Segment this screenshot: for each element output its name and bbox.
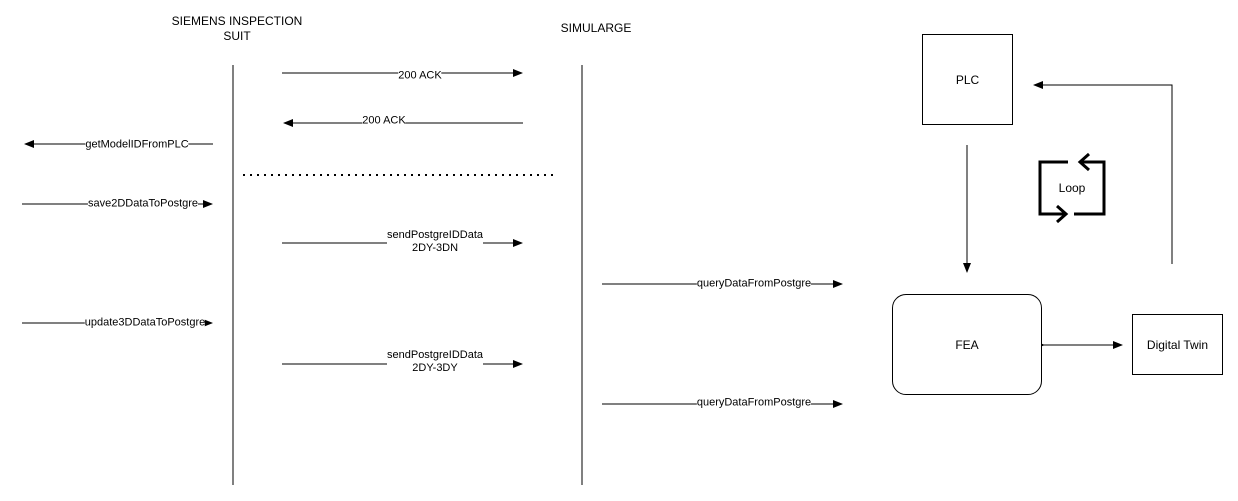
fea-node: FEA [892,294,1042,395]
msg-ack-left-label: 200 ACK [362,114,406,128]
msg-query1-label: queryDataFromPostgre [696,277,812,291]
participant-siemens: SIEMENS INSPECTION SUIT [172,14,303,44]
msg-save2d-label: save2DDataToPostgre [87,197,199,211]
msg-send1-line2: 2DY-3DN [411,242,459,254]
loop-label: Loop [1058,181,1086,195]
msg-send2-line2: 2DY-3DY [412,362,458,374]
loop-icon [1038,152,1106,224]
msg-send2-label: sendPostgreIDData 2DY-3DY [387,349,483,375]
msg-update3d-label: update3DDataToPostgre [84,316,206,330]
msg-get-model-label: getModelIDFromPLC [85,138,189,152]
msg-send1-label: sendPostgreIDData 2DY-3DN [387,229,483,255]
msg-ack-right-label: 200 ACK [398,69,442,83]
msg-query2-label: queryDataFromPostgre [696,396,812,410]
arrow-twin-to-plc [1033,81,1173,264]
digital-twin-node: Digital Twin [1132,314,1223,375]
participant-siemens-line2: SUIT [223,29,251,43]
msg-send2-line1: sendPostgreIDData [387,349,483,361]
participant-simularge: SIMULARGE [560,21,632,35]
participant-siemens-line1: SIEMENS INSPECTION [171,14,303,28]
msg-send1-line1: sendPostgreIDData [387,229,483,241]
plc-node: PLC [922,34,1013,125]
